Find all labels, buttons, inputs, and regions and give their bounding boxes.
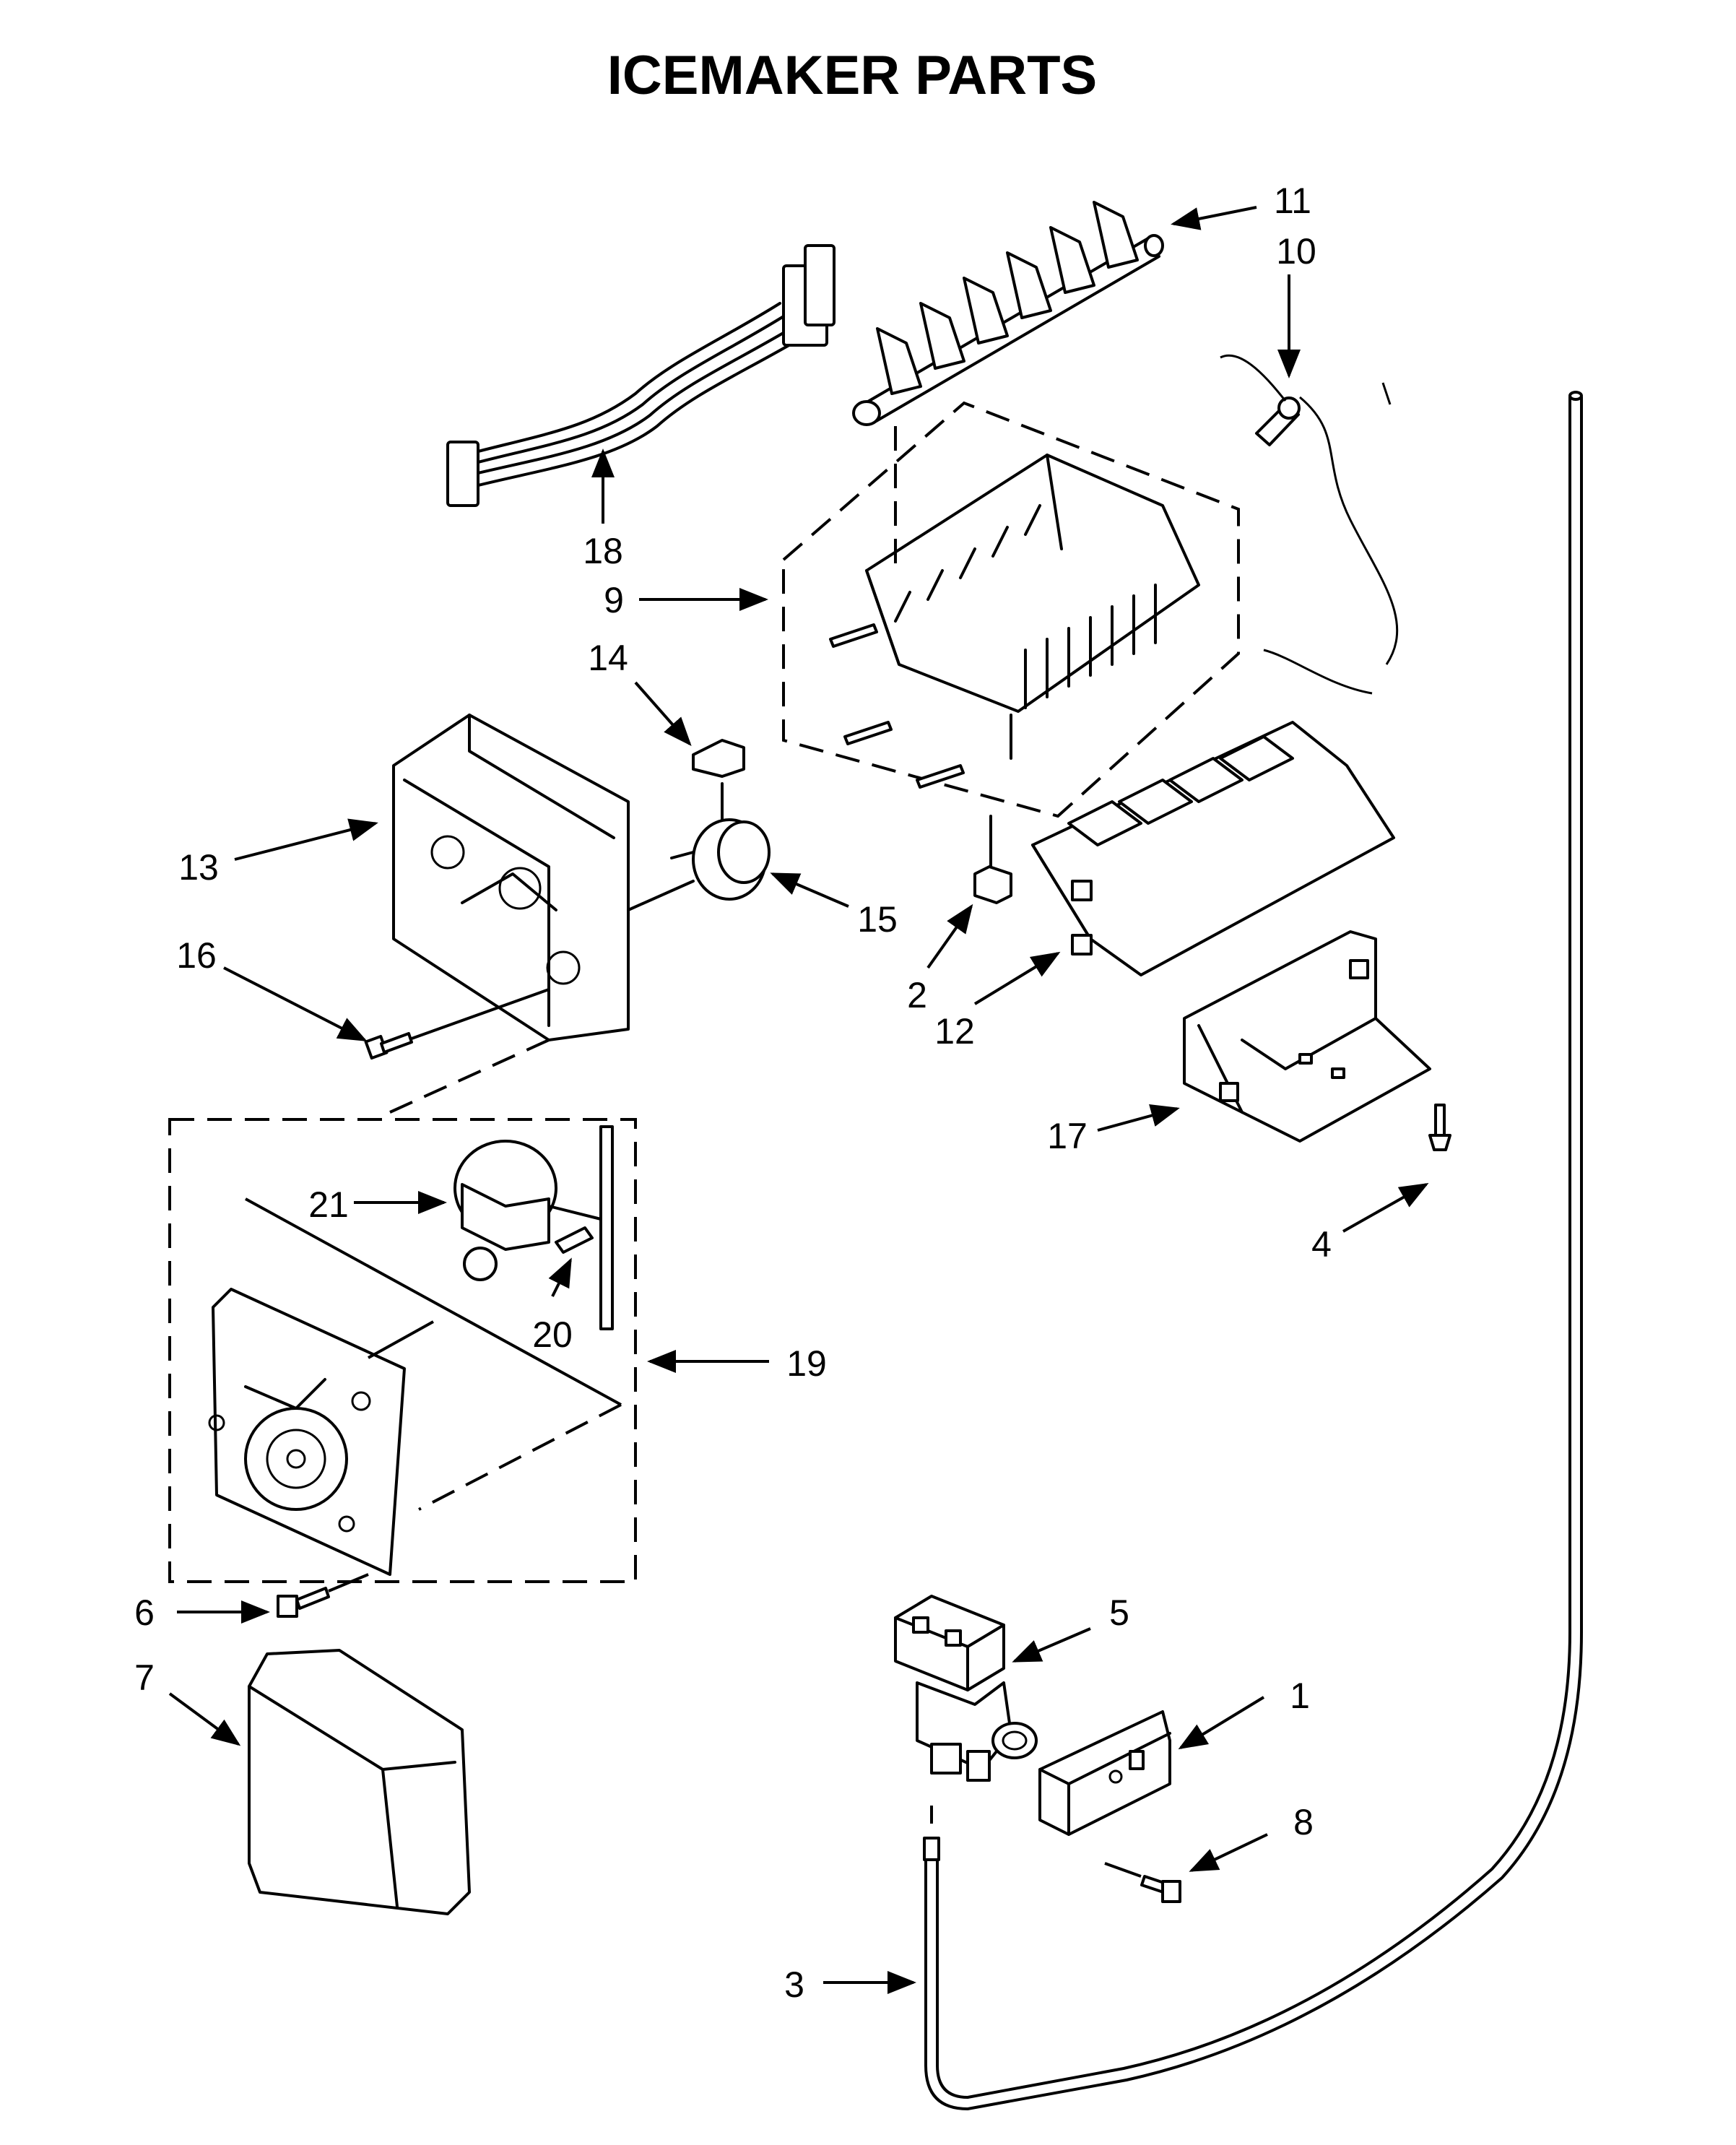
- cover-part-7: [248, 1649, 471, 1915]
- callout-8: 8: [1293, 1802, 1314, 1842]
- assembly-leader-dash: [389, 1039, 550, 1114]
- leader-7: [168, 1692, 241, 1746]
- callout-10: 10: [1276, 231, 1316, 272]
- leader-5: [1012, 1627, 1091, 1663]
- screw-part-16: [364, 988, 550, 1060]
- callout-5: 5: [1109, 1592, 1129, 1633]
- clip-part-14: [692, 739, 745, 828]
- leader-13: [234, 818, 378, 861]
- callout-9: 9: [604, 580, 624, 620]
- leader-12: [973, 951, 1061, 1005]
- assembly-line-3: [368, 1320, 434, 1359]
- leader-17: [1097, 1104, 1180, 1132]
- thermostat-part-10: [1220, 355, 1399, 695]
- leader-2: [926, 904, 973, 969]
- callout-18: 18: [583, 531, 623, 571]
- callout-21: 21: [308, 1184, 349, 1225]
- callout-labels: 11 10 18 9 14 13 15 16 2 12 17 21 4 20 1…: [134, 181, 1332, 2005]
- wire-harness-part-18: [446, 244, 836, 507]
- callout-16: 16: [176, 935, 217, 976]
- callout-6: 6: [134, 1592, 155, 1633]
- leader-4: [1342, 1183, 1429, 1233]
- leader-14: [634, 681, 692, 746]
- water-valve-part-5: [894, 1595, 1038, 1782]
- callout-2: 2: [907, 975, 927, 1015]
- callout-14: 14: [588, 638, 628, 678]
- mold-part-9: [829, 454, 1200, 789]
- leader-15: [770, 872, 849, 908]
- callout-15: 15: [857, 899, 898, 940]
- ejector-part-11: [852, 201, 1164, 426]
- diagram-title: ICEMAKER PARTS: [607, 45, 1097, 106]
- callout-3: 3: [784, 1964, 804, 2005]
- mold-assembly-outline: [782, 401, 1240, 818]
- screw-part-8: [1104, 1862, 1181, 1903]
- leader-lines: [168, 206, 1429, 1994]
- callout-7: 7: [134, 1658, 155, 1698]
- screw-part-6: [277, 1573, 369, 1618]
- bracket-part-17: [1183, 930, 1431, 1143]
- assembly-line-1: [245, 1197, 622, 1406]
- control-module-assembly-outline: [168, 1118, 637, 1583]
- control-housing-part-13: [392, 714, 695, 1041]
- callout-20: 20: [532, 1314, 573, 1355]
- callout-12: 12: [934, 1011, 975, 1052]
- callout-13: 13: [178, 847, 219, 888]
- callout-17: 17: [1047, 1116, 1088, 1156]
- clip-part-2: [973, 815, 1012, 904]
- callout-4: 4: [1311, 1224, 1332, 1265]
- leader-16: [223, 966, 368, 1041]
- leader-1: [1178, 1696, 1265, 1750]
- callout-19: 19: [786, 1343, 827, 1384]
- leader-8: [1189, 1833, 1268, 1872]
- callout-11: 11: [1274, 181, 1311, 221]
- leader-11: [1171, 206, 1257, 230]
- assembly-line-2: [418, 1403, 622, 1511]
- module-plate: [208, 1288, 406, 1576]
- bracket-part-1: [1038, 1710, 1171, 1836]
- callout-1: 1: [1290, 1676, 1310, 1716]
- spring-part-20: [555, 1226, 594, 1254]
- water-tube-part-3: [923, 391, 1583, 2110]
- leader-20: [548, 1257, 572, 1297]
- motor-part-21: [453, 1125, 614, 1330]
- screw-part-4: [1428, 1104, 1451, 1151]
- ice-stripper-part-12: [1031, 721, 1395, 976]
- motor-part-15: [670, 818, 771, 901]
